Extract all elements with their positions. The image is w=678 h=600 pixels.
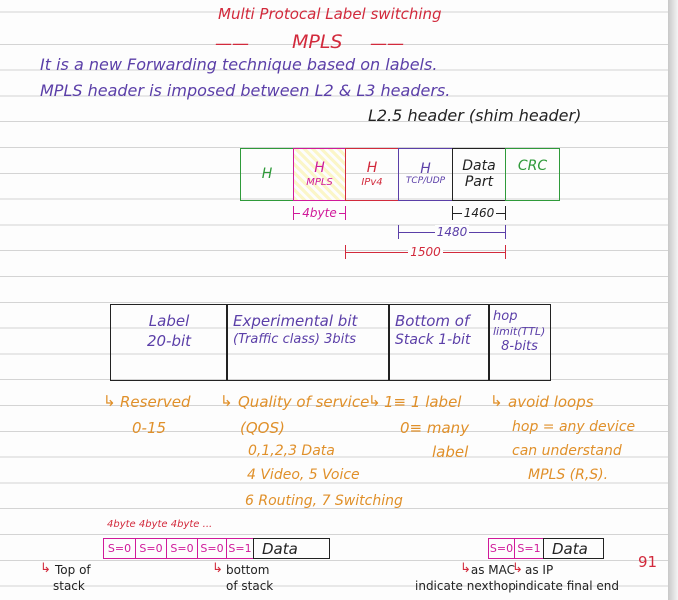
arrow-icon: ↳ [460, 561, 471, 576]
stack-entry: S=1 [514, 538, 544, 559]
stack-entry: S=0 [135, 538, 167, 559]
stack-entry: S=0 [488, 538, 515, 559]
note: avoid loops [508, 393, 594, 411]
shim-note: L2.5 header (shim header) [368, 106, 582, 125]
note: Quality of service [238, 393, 370, 411]
intro-line: It is a new Forwarding technique based o… [40, 55, 438, 74]
stack-data: Data [543, 538, 604, 559]
stack-sizes: 4byte 4byte 4byte ... [107, 519, 213, 530]
dimension-1460: 1460 [452, 206, 506, 220]
stack-entry: S=0 [197, 538, 227, 559]
note: MPLS (R,S). [528, 467, 609, 483]
subtitle-dash: —— [215, 34, 249, 54]
l2-header-cell: H [240, 148, 294, 201]
arrow-icon: ↳ [512, 561, 523, 576]
stack-data: Data [253, 538, 330, 559]
stack-entry: S=1 [226, 538, 254, 559]
note: hop = any device [512, 419, 636, 435]
subtitle: MPLS [292, 31, 343, 53]
note: can understand [512, 443, 622, 459]
page-edge [668, 0, 678, 600]
note: Reserved [120, 393, 191, 411]
note: 0,1,2,3 Data [248, 443, 335, 459]
field-experimental: Experimental bit(Traffic class) 3bits [226, 304, 390, 381]
arrow-icon: ↳ [220, 392, 233, 410]
note: 0≡ many [400, 419, 470, 437]
arrow-icon: ↳ [103, 392, 116, 410]
arrow-icon: ↳ [368, 392, 381, 410]
subtitle-dash: —— [370, 34, 404, 54]
title: Multi Protocal Label switching [218, 5, 442, 23]
arrow-icon: ↳ [40, 561, 51, 576]
mpls-size-dimension: 4byte [293, 206, 346, 220]
dimension-1480: 1480 [398, 225, 506, 239]
crc-cell: CRC [505, 148, 560, 201]
arrow-icon: ↳ [490, 392, 503, 410]
arrow-icon: ↳ [212, 561, 223, 576]
note: (QOS) [240, 419, 285, 437]
stack-entry: S=0 [166, 538, 198, 559]
note: 1≡ 1 label [384, 393, 462, 411]
dimension-1500: 1500 [345, 245, 506, 259]
note: 0-15 [132, 419, 167, 437]
note: 6 Routing, 7 Switching [245, 493, 403, 509]
intro-line: MPLS header is imposed between L2 & L3 h… [40, 81, 451, 100]
note: 4 Video, 5 Voice [247, 467, 360, 483]
page-number: 91 [638, 553, 658, 571]
stack-entry: S=0 [103, 538, 136, 559]
note: label [432, 443, 469, 461]
